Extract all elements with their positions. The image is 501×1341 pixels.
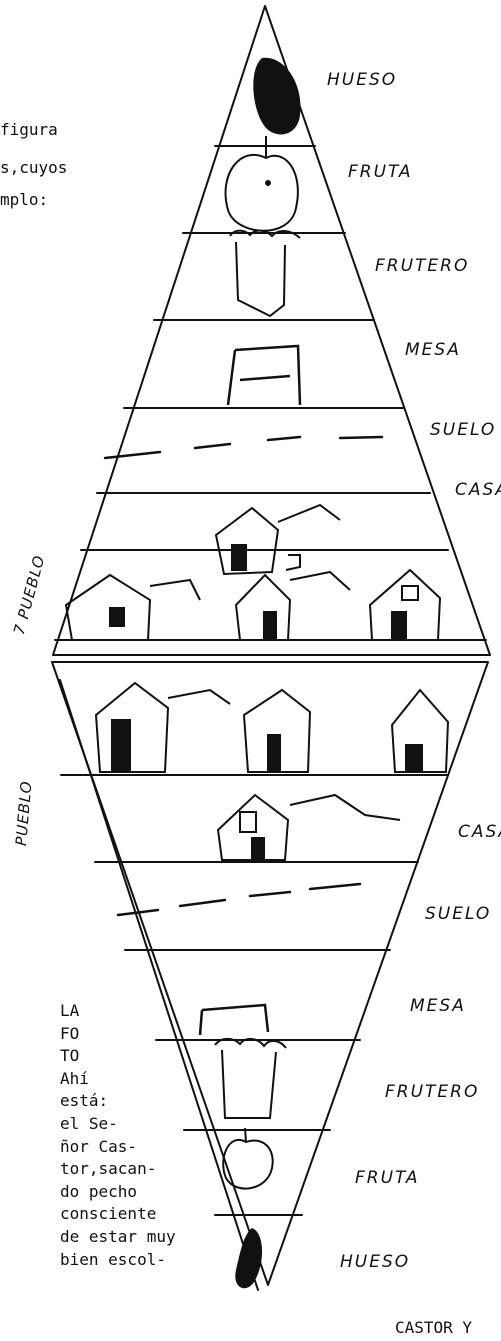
poem-line: el Se- [60,1113,118,1133]
bone-icon [253,57,301,135]
label-hueso-bottom: HUESO [340,1252,411,1272]
label-suelo-top: SUELO [430,420,497,440]
house-row-icon [64,568,442,641]
lower-inner-edge [59,679,259,1291]
poem-line: tor,sacan- [60,1159,157,1179]
poem-text: LA FO TO Ahí está: el Se- ñor Cas- tor,s… [60,1000,176,1271]
label-frutero-bottom: FRUTERO [385,1082,480,1102]
bone-lower-icon [235,1228,263,1289]
poem-line: TO [60,1046,80,1066]
house-icon [214,503,341,576]
fruit-bowl-lower-icon [214,1037,287,1119]
label-frutero-top: FRUTERO [375,256,470,276]
poem-line: LA [60,1001,80,1020]
label-casa-bottom: CASA [458,822,501,842]
bottom-fragment: CASTOR Y [395,1318,473,1337]
lower-triangle [51,661,489,1286]
poem-line: FO [60,1023,80,1043]
house-lower-icon [216,793,401,861]
fruit-bowl-icon [229,229,301,318]
poem-line: Ahí [60,1068,89,1088]
intro-line-2: s,cuyos [0,158,68,177]
table-lower-icon [198,1003,270,1036]
label-mesa-bottom: MESA [410,996,466,1016]
intro-line-1: figura [0,120,58,139]
fruit-lower-icon [222,1127,274,1190]
poem-line: do pecho [60,1181,138,1201]
poem-line: de estar muy [60,1226,176,1246]
intro-line-3: mplo: [0,190,49,209]
poem-line: consciente [60,1204,157,1224]
poem-line: está: [60,1091,109,1111]
label-mesa-top: MESA [405,340,461,360]
house-row-lower-icon [94,681,450,773]
label-casa-top: CASA [455,480,501,500]
fruit-icon [224,136,299,232]
poem-line: bien escol- [60,1249,166,1269]
label-hueso-top: HUESO [327,70,398,90]
upper-triangle [52,5,491,656]
label-fruta-top: FRUTA [348,162,413,182]
label-fruta-bottom: FRUTA [355,1168,420,1188]
table-icon [226,344,302,406]
label-suelo-bottom: SUELO [425,904,492,924]
poem-line: ñor Cas- [60,1136,138,1156]
